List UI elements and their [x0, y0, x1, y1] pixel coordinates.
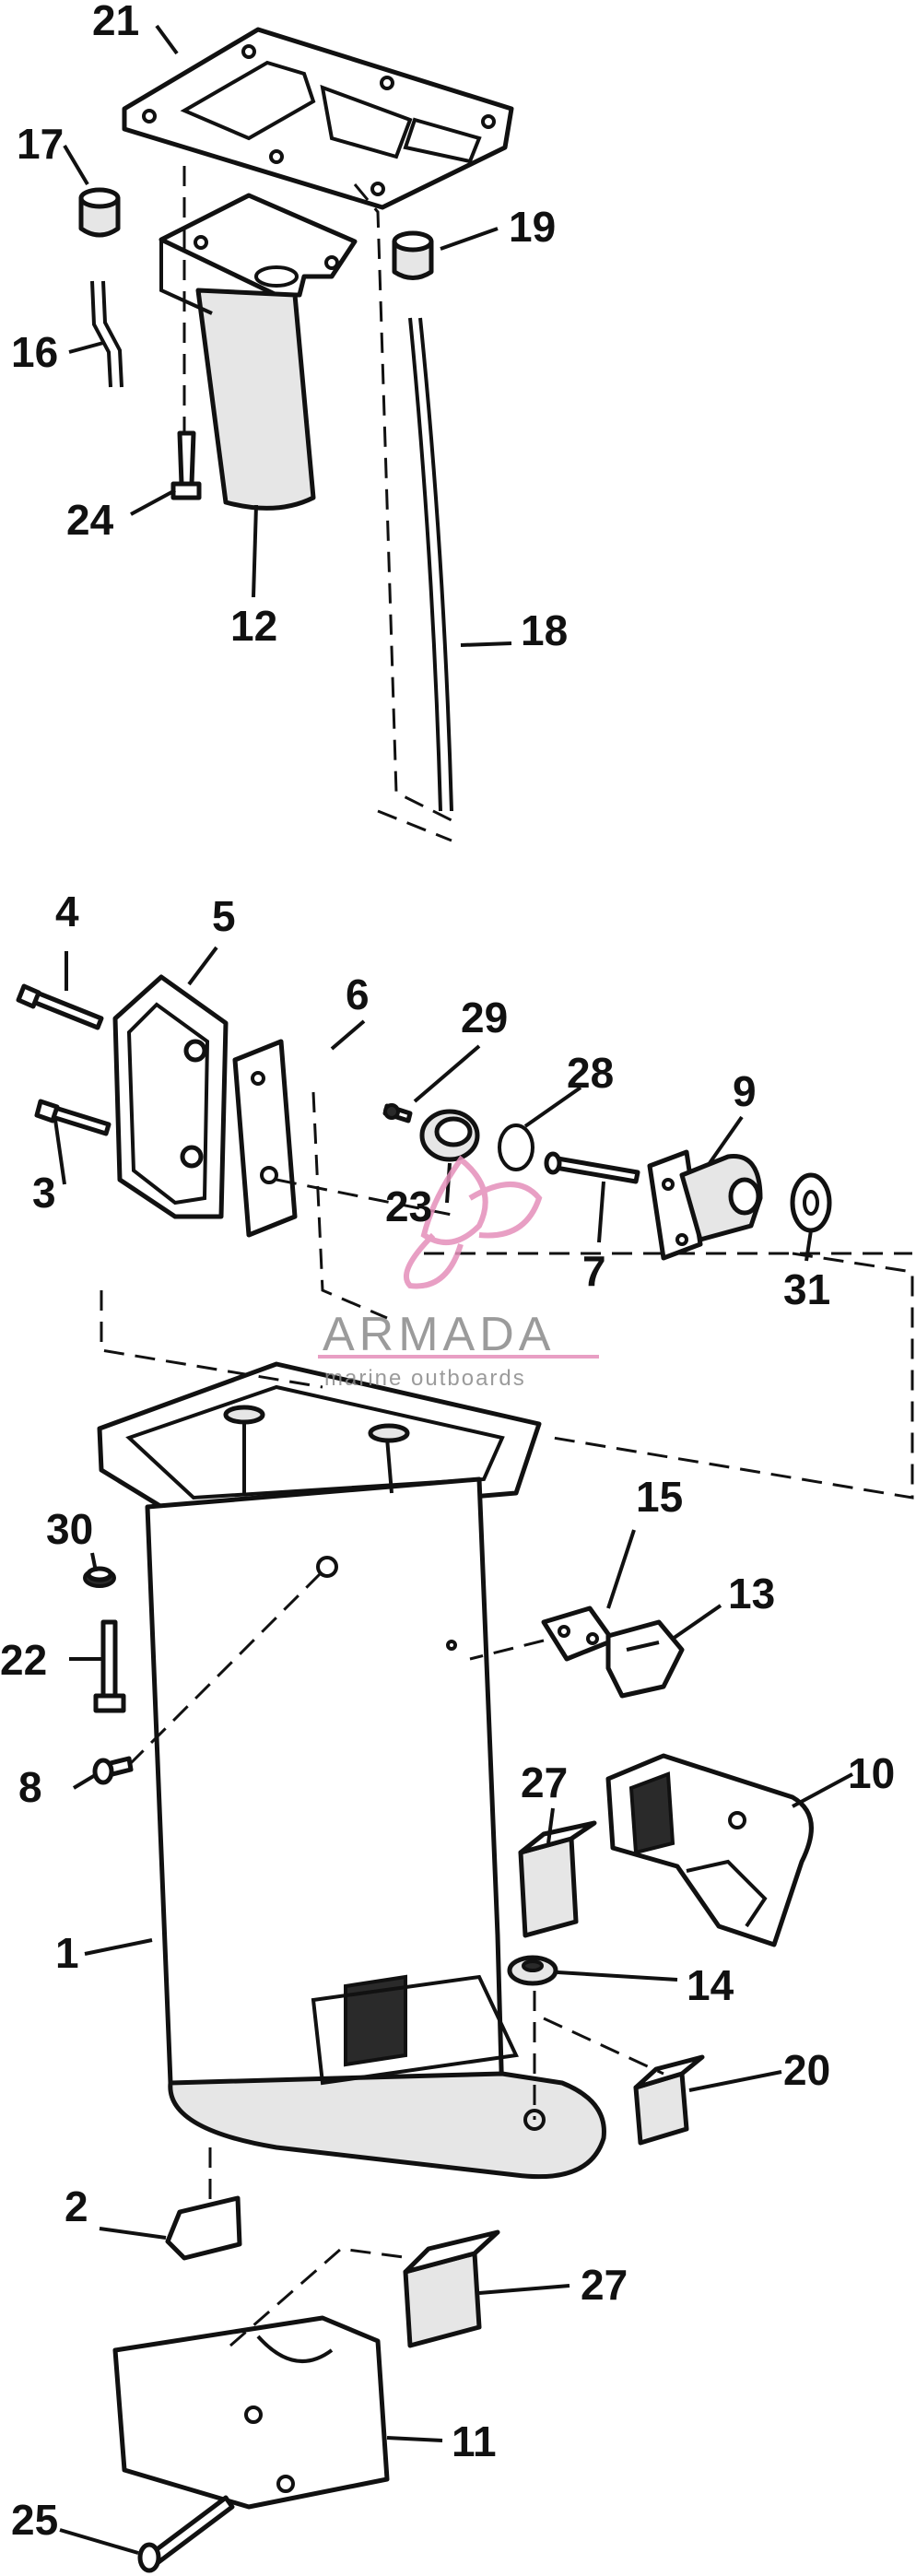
callout-18: 18: [521, 606, 568, 654]
part-30-nut: [83, 1566, 116, 1588]
callout-14: 14: [687, 1961, 734, 2009]
callout-24: 24: [66, 496, 114, 544]
part-12-exhaust-housing: [159, 193, 358, 511]
part-22-screw: [93, 1619, 126, 1713]
callout-5: 5: [212, 892, 236, 940]
callout-25: 25: [11, 2496, 58, 2544]
part-3-screw: [34, 1099, 112, 1136]
part-21-gasket: [122, 27, 514, 210]
callout-21: 21: [92, 0, 139, 44]
part-23-plug: [419, 1109, 480, 1162]
part-29-screw: [382, 1103, 413, 1123]
callout-30: 30: [46, 1505, 93, 1553]
callout-15: 15: [636, 1473, 683, 1521]
part-16-tube: [90, 280, 123, 388]
callout-20: 20: [783, 2046, 830, 2094]
callout-3: 3: [32, 1169, 56, 1217]
part-7-bolt: [544, 1151, 640, 1184]
part-28-o-ring: [498, 1123, 534, 1171]
part-14-grommet: [507, 1955, 558, 1986]
callout-7: 7: [582, 1247, 606, 1295]
part-24-screw: [170, 430, 202, 500]
part-2-plate: [165, 2195, 242, 2261]
callout-2: 2: [65, 2182, 88, 2230]
callout-leaders: [53, 24, 853, 2555]
callout-13: 13: [728, 1570, 775, 1617]
part-6-gasket: [232, 1039, 298, 1238]
callout-4: 4: [55, 888, 79, 935]
callout-27-lower: 27: [581, 2261, 628, 2309]
part-18-tube: [408, 317, 453, 812]
callout-10: 10: [848, 1749, 895, 1797]
callout-labels: 21 17 16 19 24 12 18 4 5 6 3 29 28 9 23 …: [0, 0, 895, 2544]
part-1-driveshaft-housing: [97, 1361, 606, 2180]
part-17-grommet: [78, 187, 121, 238]
watermark: ARMADA marine outboards: [318, 1155, 599, 1391]
part-10-mount-bracket: [605, 1753, 814, 1947]
part-27-mount-upper: [518, 1820, 597, 1938]
callout-19: 19: [509, 203, 556, 251]
assembly-lines: [100, 166, 914, 2347]
part-9-valve: [647, 1149, 763, 1261]
callout-16: 16: [11, 328, 58, 376]
callout-6: 6: [346, 970, 370, 1018]
callout-11: 11: [452, 2417, 497, 2465]
part-4-screw: [16, 983, 104, 1030]
part-31-washer: [790, 1172, 832, 1233]
part-27-mount-lower: [403, 2229, 500, 2348]
callout-9: 9: [733, 1067, 757, 1115]
callout-12: 12: [230, 602, 277, 650]
part-19-grommet: [392, 230, 434, 280]
part-15-gasket: [541, 1606, 616, 1662]
part-20-block: [633, 2054, 705, 2146]
part-13-bracket: [605, 1619, 685, 1699]
watermark-tagline: marine outboards: [324, 1366, 526, 1391]
part-5-cover: [112, 974, 229, 1219]
callout-23: 23: [385, 1182, 432, 1230]
callout-29: 29: [461, 994, 508, 1041]
callout-31: 31: [783, 1265, 830, 1313]
part-25-bolt: [137, 2495, 235, 2573]
callout-27-upper: 27: [521, 1759, 568, 1806]
part-8-screw: [92, 1756, 134, 1785]
callout-22: 22: [0, 1636, 47, 1684]
part-11-lower-cover: [112, 2315, 390, 2510]
callout-1: 1: [55, 1929, 79, 1977]
callout-28: 28: [567, 1049, 614, 1097]
armada-logo-icon: [404, 1155, 543, 1289]
callout-8: 8: [18, 1763, 42, 1811]
callout-17: 17: [17, 120, 64, 168]
watermark-brand: ARMADA: [323, 1308, 555, 1361]
